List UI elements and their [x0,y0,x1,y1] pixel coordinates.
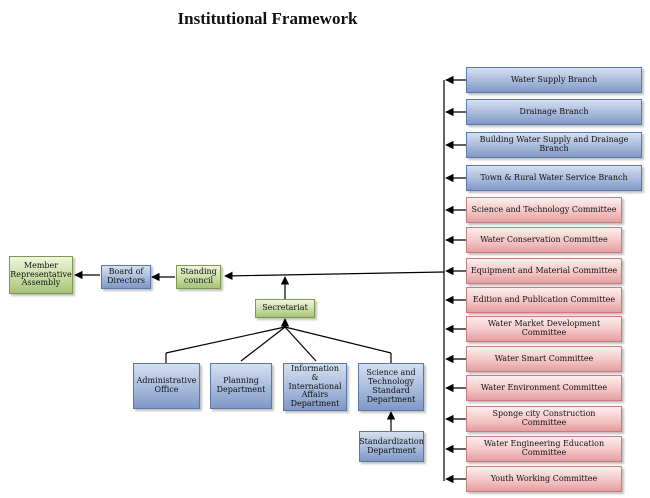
member-assembly-box: Member Representative Assembly [9,256,73,294]
dept-standardization: Standardization Department [359,431,424,462]
committee-box: Equipment and Material Committee [466,258,622,284]
committee-box: Water Environment Committee [466,375,622,401]
standing-council-box: Standing council [176,265,221,289]
committee-box: Water Conservation Committee [466,227,622,253]
committee-box: Youth Working Committee [466,466,622,492]
committee-box: Water Engineering Education Committee [466,436,622,462]
branch-box: Water Supply Branch [466,67,642,93]
dept-administrative-office: Administrative Office [133,363,200,409]
committee-box: Sponge city Construction Committee [466,406,622,432]
dept-information-international: Information & International Affairs Depa… [283,363,347,411]
secretariat-box: Secretariat [255,299,315,318]
dept-planning: Planning Department [210,363,272,409]
branch-box: Drainage Branch [466,99,642,125]
committee-box: Water Market Development Committee [466,316,622,342]
branch-box: Town & Rural Water Service Branch [466,165,642,191]
board-of-directors-box: Board of Directors [101,265,151,289]
branch-box: Building Water Supply and Drainage Branc… [466,132,642,158]
dept-science-technology-standard: Science and Technology Standard Departme… [358,363,424,411]
committee-box: Science and Technology Committee [466,197,622,223]
committee-box: Water Smart Committee [466,346,622,372]
committee-box: Edition and Publication Committee [466,287,622,313]
page-title: Institutional Framework [177,9,358,28]
